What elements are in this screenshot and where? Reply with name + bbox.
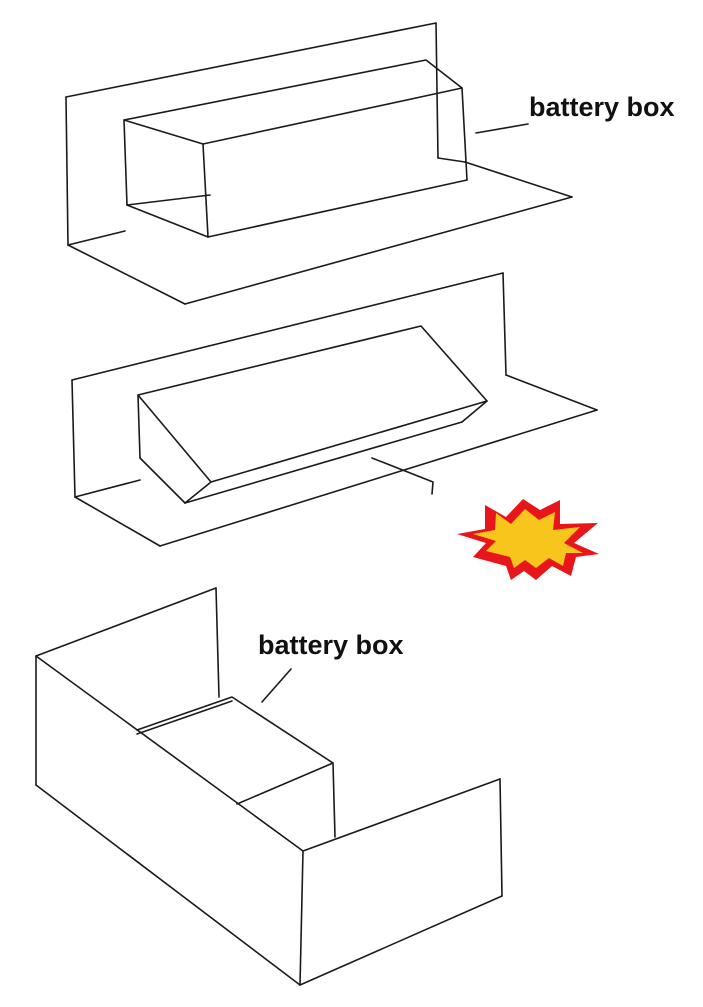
battery-box-in-tray <box>136 696 336 838</box>
shelf <box>74 374 598 547</box>
panel-box-on-shelf: battery box <box>65 22 675 305</box>
back-wall <box>71 272 507 498</box>
tray-end-wall <box>299 778 503 986</box>
tray-back-wall <box>35 587 220 698</box>
battery-box-flat <box>123 59 468 238</box>
leader-line-top <box>475 123 529 134</box>
tray-front-wall <box>35 655 304 986</box>
label-battery-box-bottom: battery box <box>258 630 404 660</box>
falling-arrow <box>371 457 434 495</box>
shelf <box>67 157 573 305</box>
label-battery-box-top: battery box <box>529 92 675 122</box>
back-wall <box>65 22 439 246</box>
explosion-burst-icon <box>457 499 599 580</box>
panel-box-in-tray: battery box <box>35 587 503 986</box>
battery-box-tilted <box>137 325 488 504</box>
leader-line-bottom <box>261 668 292 703</box>
panel-box-tipping <box>71 272 599 580</box>
